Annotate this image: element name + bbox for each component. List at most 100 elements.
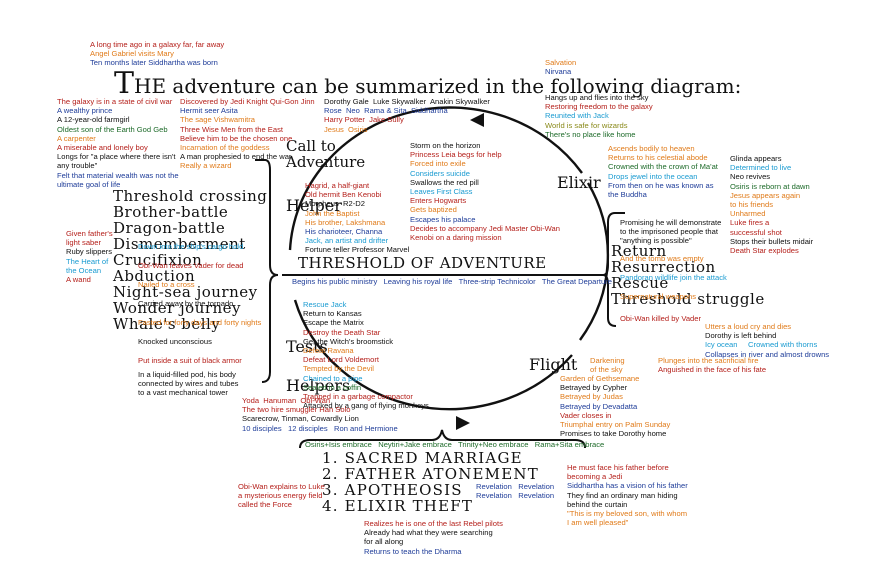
bottom-stage-item: 3. APOTHEOSIS — [322, 481, 463, 499]
right-stage-item: Rescue — [611, 274, 669, 292]
note-line: Leaves First Class — [410, 187, 473, 197]
note-line: The two hire smuggler Han Solo — [242, 405, 351, 415]
note-line: Icy ocean Crowned with thorns — [705, 340, 818, 350]
right-stage-item: Return — [611, 242, 667, 260]
note-line: Destroy the Death Star — [303, 327, 381, 337]
note-line: any trouble" — [57, 161, 98, 171]
note-line: Sealed in a coffin — [303, 382, 362, 392]
note-line: Storm on the horizon — [410, 141, 481, 150]
left-stage-item: Crucifixion — [113, 251, 203, 269]
note-line: A wealthy prince — [57, 106, 113, 116]
note-line: A 12-year-old farmgirl — [57, 115, 130, 125]
note-line: Revelation Revelation — [476, 491, 555, 501]
note-line: ultimate goal of life — [57, 179, 121, 189]
arrow-head-bottom — [456, 416, 470, 430]
note-line: John the Baptist — [305, 208, 360, 218]
note-line: The galaxy is in a state of civil war — [57, 97, 173, 106]
note-line: Salvation — [545, 58, 577, 67]
note-line: A long time ago in a galaxy far, far awa… — [90, 40, 225, 49]
stage-tests: Tests — [286, 337, 328, 356]
note-line: Promising he will demonstrate — [620, 218, 722, 227]
note-line: Garden of Gethsemane — [560, 374, 640, 383]
note-threshold-line: Begins his public ministry Leaving his r… — [292, 277, 612, 286]
note-line: Angel Gabriel visits Mary — [90, 49, 174, 59]
note-line: Determined to live — [730, 163, 792, 173]
stage-elixir: Elixir — [557, 173, 601, 192]
note-line: Oldest son of the Earth God Geb — [57, 124, 168, 134]
note-line: Decides to accompany Jedi Master Obi-Wan — [410, 223, 560, 233]
note-line: Vader closes in — [560, 410, 612, 420]
note-line: A wand — [66, 275, 91, 285]
note-line: successful shot — [730, 227, 782, 237]
note-line: Old hermit Ben Kenobi — [305, 190, 382, 200]
note-forty-days: Fasted for forty days and forty nights — [138, 318, 261, 327]
note-line: Rescue Jack — [303, 300, 347, 309]
stage-helpers: Helpers — [286, 376, 351, 395]
note-line: Forced into exile — [410, 159, 466, 169]
note-line: 10 disciples 12 disciples Ron and Hermio… — [242, 423, 398, 433]
note-pandoran: Pandoran wildlife join the attack — [620, 273, 727, 282]
note-line: Return to Kansas — [303, 309, 362, 319]
note-line: The Heart of — [66, 256, 109, 266]
note-line: Discovered by Jedi Knight Qui-Gon Jinn — [180, 97, 315, 106]
note-line: Fortune teller Professor Marvel — [305, 245, 410, 255]
cycle-arc-bottom — [293, 299, 573, 411]
cycle-arc-top — [288, 106, 583, 251]
note-line: Siddhartha has a vision of his father — [567, 481, 688, 491]
note-line: Nirvana — [545, 67, 572, 77]
note-line: Knocked unconscious — [138, 337, 212, 346]
note-line: Obi-Wan killed by Vader — [620, 314, 702, 323]
headline: THE adventure can be summarized in the f… — [114, 66, 741, 101]
note-elixir-theft: Realizes he is one of the last Rebel pil… — [364, 519, 503, 556]
note-line: a mysterious energy field — [238, 491, 323, 501]
note-line: Supernatural weapons — [620, 292, 696, 301]
note-line: Considers suicide — [410, 168, 470, 178]
note-line: Osiris+Isis embrace Neytiri+Jake embrace… — [305, 440, 605, 449]
note-line: Revelation Revelation — [476, 482, 555, 491]
note-line: "This is my beloved son, with whom — [567, 509, 688, 519]
note-line: They find an ordinary man hiding — [567, 490, 678, 500]
note-line: Defeat Lord Voldemort — [303, 355, 379, 365]
right-bracket — [602, 212, 625, 327]
note-line: Down into the ship's cargo hold — [138, 242, 244, 251]
note-line: Believe him to be the chosen one — [180, 133, 293, 143]
note-line: Escapes his palace — [410, 214, 476, 224]
headline-cap: T — [114, 66, 135, 101]
note-line: Returns to his celestial abode — [608, 153, 708, 163]
note-line: "anything is possible" — [620, 236, 692, 246]
note-line: Glinda appears — [730, 154, 782, 163]
note-line: Ruby slippers — [66, 247, 113, 257]
note-line: Triumphal entry on Palm Sunday — [560, 420, 671, 430]
left-stage-item: Night-sea journey — [113, 283, 258, 301]
note-line: There's no place like home — [545, 129, 636, 139]
note-line: Dorothy Gale Luke Skywalker Anakin Skywa… — [324, 97, 490, 106]
note-line: Harry Potter Jake Sully — [324, 115, 404, 125]
note-line: Chained to a pipe — [303, 373, 363, 383]
note-line: to a vast mechanical tower — [138, 388, 228, 398]
note-line: Attacked by a gang of flying monkeys — [303, 401, 429, 411]
note-line: He must face his father before — [567, 463, 669, 472]
note-vader-dead: Obi-Wan leaves Vader for dead — [138, 261, 244, 270]
note-line: Jack, an artist and drifter — [305, 236, 389, 246]
note-line: Incarnation of the goddess — [180, 143, 270, 153]
note-line: Betrayed by Devadatta — [560, 401, 638, 411]
note-line: Betrayed by Cypher — [560, 383, 628, 393]
left-stage-item: Dragon-battle — [113, 219, 226, 237]
note-line: Neo revives — [730, 172, 771, 182]
stage-flight: Flight — [529, 355, 578, 374]
